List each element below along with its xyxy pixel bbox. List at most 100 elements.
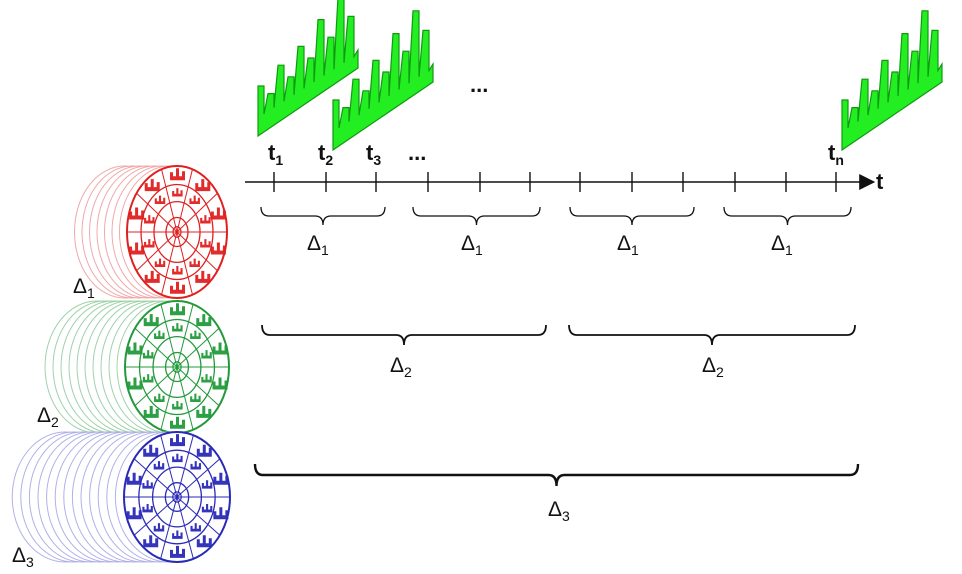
histogram-glyph-icon — [154, 258, 166, 268]
disk-spoke — [161, 169, 178, 233]
histogram-glyph-icon — [170, 416, 185, 429]
histogram-glyph-icon — [172, 401, 183, 410]
scale2-disk-stack-icon — [44, 300, 230, 434]
histogram-glyph-icon — [143, 444, 159, 457]
tick-label-t1: t1 — [268, 140, 283, 168]
tick-label-ellipsis: ... — [408, 140, 426, 165]
histogram-glyph-icon — [212, 342, 228, 355]
histogram-glyph-icon — [142, 374, 154, 383]
histogram-glyph-icon — [196, 535, 212, 548]
brace-scale1 — [569, 206, 695, 226]
histogram-glyph-icon — [201, 480, 213, 489]
histogram-glyph-icon — [210, 207, 226, 220]
histogram-glyph-icon — [143, 405, 159, 418]
disk-spoke — [176, 366, 220, 407]
brace-label: Δ2 — [702, 354, 724, 380]
histogram-glyph-icon — [126, 507, 142, 520]
histogram-glyph-icon — [154, 330, 165, 339]
brace-scale2 — [261, 324, 547, 346]
histogram-glyph-icon — [170, 434, 185, 447]
histogram-glyph-icon — [201, 350, 212, 359]
disk-spoke — [176, 366, 194, 430]
brace-scale1 — [412, 206, 541, 226]
brace-labels-scale2: Δ2 Δ2 — [390, 354, 724, 380]
histogram-glyph-icon — [190, 330, 201, 339]
histogram-glyph-icon — [196, 314, 212, 327]
brace-labels-scale3: Δ3 — [548, 498, 570, 524]
side-label-scale1: Δ1 — [73, 275, 95, 301]
disk-spoke — [176, 327, 220, 368]
disk-spoke — [176, 435, 194, 498]
histogram-glyph-icon — [127, 342, 143, 355]
disk-spoke — [134, 327, 178, 368]
scale3-disk-stack-icon — [11, 431, 231, 563]
top-ellipsis: ... — [470, 72, 488, 97]
disk-spoke — [176, 231, 193, 295]
histogram-glyph-icon — [144, 239, 155, 248]
histogram-glyph-icon — [144, 215, 155, 224]
disk-center — [172, 226, 182, 238]
disk-spoke — [160, 304, 178, 368]
histogram-glyph-icon — [170, 303, 185, 316]
histogram-glyph-icon — [201, 503, 213, 513]
histogram-glyph-icon — [142, 350, 154, 359]
disk-spoke — [136, 231, 178, 272]
histogram-glyph-icon — [210, 242, 226, 255]
histogram-glyph-icon — [190, 523, 201, 532]
histogram-glyph-icon — [190, 461, 201, 470]
histogram-glyph-icon — [143, 314, 159, 327]
histogram-glyph-icon — [172, 188, 183, 197]
disk-spoke — [176, 458, 221, 498]
histogram-glyph-icon — [172, 530, 183, 539]
histogram-strips — [257, 0, 943, 152]
tick-labels: t1 t2 t3 ... tn — [268, 140, 844, 168]
histogram-glyph-icon — [189, 195, 200, 204]
histogram-glyph-icon — [189, 258, 200, 268]
histogram-glyph-icon — [170, 545, 185, 558]
brace-scale1 — [723, 206, 852, 226]
histogram-glyph-icon — [196, 444, 212, 457]
histogram-glyph-icon — [200, 239, 211, 248]
histogram-strip-icon — [332, 10, 434, 152]
histogram-strip-icon — [841, 10, 943, 152]
histogram-glyph-icon — [144, 179, 160, 192]
histogram-glyph-icon — [153, 523, 165, 532]
histogram-glyph-icon — [129, 207, 145, 220]
disk-spoke — [176, 231, 218, 272]
disk-spoke — [176, 304, 194, 368]
disk-spoke — [160, 366, 178, 430]
disk-spoke — [133, 496, 178, 536]
brace-labels-scale1: Δ1 Δ1 Δ1 Δ1 — [307, 232, 793, 258]
axis-ticks — [273, 172, 837, 192]
histogram-glyph-icon — [172, 266, 183, 275]
histogram-glyph-icon — [154, 393, 165, 403]
histogram-glyph-icon — [170, 281, 185, 294]
histogram-glyph-icon — [212, 377, 228, 390]
histogram-glyph-icon — [195, 270, 211, 283]
histogram-glyph-icon — [144, 270, 160, 283]
time-axis: t — [245, 169, 884, 194]
histogram-glyph-icon — [200, 215, 211, 224]
histogram-glyph-icon — [142, 480, 153, 489]
histogram-glyph-icon — [126, 472, 142, 485]
histogram-glyph-icon — [129, 242, 145, 255]
scale-braces — [253, 206, 860, 487]
brace-label: Δ1 — [617, 232, 639, 258]
side-label-scale2: Δ2 — [37, 404, 59, 430]
disk-spoke — [160, 496, 178, 559]
side-label-scale3: Δ3 — [12, 544, 34, 570]
brace-label: Δ1 — [461, 232, 483, 258]
histogram-glyph-icon — [127, 377, 143, 390]
histogram-glyph-icon — [154, 195, 166, 204]
brace-scale2 — [568, 324, 856, 346]
histogram-glyph-icon — [201, 374, 212, 383]
histogram-glyph-icon — [213, 472, 229, 485]
histogram-glyph-icon — [170, 168, 185, 181]
disk-spoke — [176, 192, 218, 233]
histogram-glyph-icon — [142, 503, 153, 513]
histogram-glyph-icon — [153, 461, 165, 470]
disk-spoke — [160, 435, 178, 498]
histogram-glyph-icon — [213, 507, 229, 520]
disk-spoke — [176, 496, 194, 559]
